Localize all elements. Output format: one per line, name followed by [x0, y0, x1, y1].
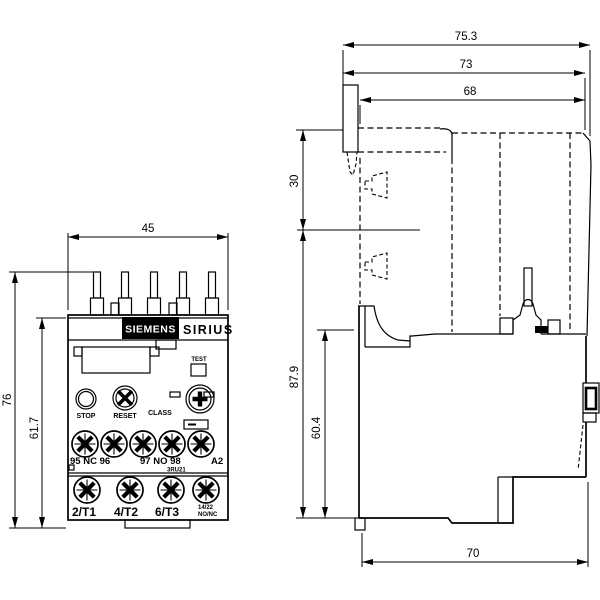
dimension-height-60-4: 60.4: [311, 329, 354, 518]
mounting-bracket: [342, 84, 453, 304]
terminal-screw: [193, 477, 219, 503]
pin: [146, 271, 162, 316]
dim-label-depth-mid: 73: [460, 59, 473, 71]
mount-block: [535, 326, 548, 333]
dimension-bottom-70: 70: [361, 482, 589, 567]
dimension-width-45: 45: [67, 223, 229, 310]
panel-mark: [169, 391, 181, 398]
dim-label-top-offset: 30: [289, 175, 301, 188]
dim-label-depth-body: 68: [464, 86, 477, 98]
relay-body: [67, 314, 229, 529]
dimension-depth-68: 68: [359, 86, 585, 124]
hidden-contactor-outline: [451, 132, 592, 337]
dim-label-height-body: 61.7: [29, 417, 41, 439]
top-pins: [89, 271, 220, 316]
bottom-step: [354, 517, 366, 531]
dimension-height-61-7: 61.7: [29, 317, 66, 528]
dial-window: [183, 419, 209, 430]
aux-label-no: 97 NO 98: [140, 456, 181, 467]
marker-square: [68, 464, 75, 471]
pin-tab: [110, 302, 120, 316]
terminal-screw: [74, 477, 100, 503]
test-button: TEST: [190, 357, 207, 377]
aux-terminal-labels: 95 NC 96 97 NO 98 A2 3RU21: [68, 456, 223, 474]
side-terminal-block: [582, 382, 600, 423]
aux-terminal-screws: [72, 431, 214, 457]
strip-tab: [155, 339, 177, 350]
class-label: CLASS: [148, 410, 172, 417]
dimension-depth-73: 73: [343, 59, 586, 130]
aux-small-label-bottom: NO/NC: [198, 512, 218, 518]
main-terminal-labels: 2/T1 4/T2 6/T3 14/22 NO/NC: [72, 505, 218, 519]
label-plate: [73, 346, 160, 374]
main-label-t3: 6/T3: [155, 505, 179, 519]
dim-label-width: 45: [142, 223, 155, 235]
brand-strip: SIEMENS SIRIUS: [122, 317, 234, 350]
aux-label-a2: A2: [211, 456, 223, 467]
dimension-height-76: 76: [2, 271, 94, 529]
dimension-height-87-9: 87.9: [289, 230, 356, 519]
contact-tab: [364, 171, 388, 199]
dimension-top-30: 30: [289, 129, 420, 231]
siemens-logo-box: [122, 317, 179, 339]
aux-label-nc: 95 NC 96: [70, 456, 110, 467]
pin: [89, 271, 105, 316]
front-view: 45 76 61.7: [2, 223, 234, 529]
terminal-screw: [188, 431, 214, 457]
test-label: TEST: [191, 357, 207, 363]
pin-tab: [168, 302, 178, 316]
dim-label-bottom-width: 70: [467, 548, 480, 560]
dim-label-depth-overall: 75.3: [455, 31, 477, 43]
dimension-depth-75-3: 75.3: [342, 31, 591, 136]
relay-side-profile: [354, 267, 600, 531]
terminal-screw: [101, 431, 127, 457]
pin: [175, 271, 191, 316]
current-dial: [183, 384, 215, 430]
reset-knob: RESET: [112, 385, 138, 420]
dim-label-height-body: 60.4: [311, 416, 323, 439]
bottom-profile: [359, 476, 586, 524]
front-hook: [358, 305, 412, 342]
main-label-t1: 2/T1: [72, 505, 96, 519]
terminal-screw: [159, 431, 185, 457]
pin-mount: [512, 298, 542, 334]
terminal-screw: [72, 431, 98, 457]
aux-small-label-top: 14/22: [198, 505, 214, 511]
snap-hook: [346, 151, 358, 177]
sirius-logo: SIRIUS: [183, 323, 234, 337]
contact-tab: [364, 252, 388, 280]
pin: [204, 271, 220, 316]
snap-pin: [342, 84, 359, 153]
reset-label: RESET: [113, 413, 137, 420]
dim-label-height-overall: 87.9: [289, 366, 301, 388]
terminal-screw: [117, 477, 143, 503]
terminal-screw: [130, 431, 156, 457]
main-terminal-screws: [74, 477, 219, 503]
side-view: 75.3 73 68 30 87.9: [289, 31, 600, 567]
dim-label-height-total: 76: [2, 394, 14, 407]
siemens-logo: SIEMENS: [125, 324, 176, 336]
stop-label: STOP: [77, 413, 96, 420]
pin: [117, 271, 133, 316]
terminal-screw: [158, 477, 184, 503]
product-code-label: 3RU21: [167, 468, 186, 474]
center-pin: [523, 267, 533, 307]
main-label-t2: 4/T2: [114, 505, 138, 519]
stop-button: STOP: [75, 388, 97, 420]
bottom-foot: [124, 519, 191, 529]
